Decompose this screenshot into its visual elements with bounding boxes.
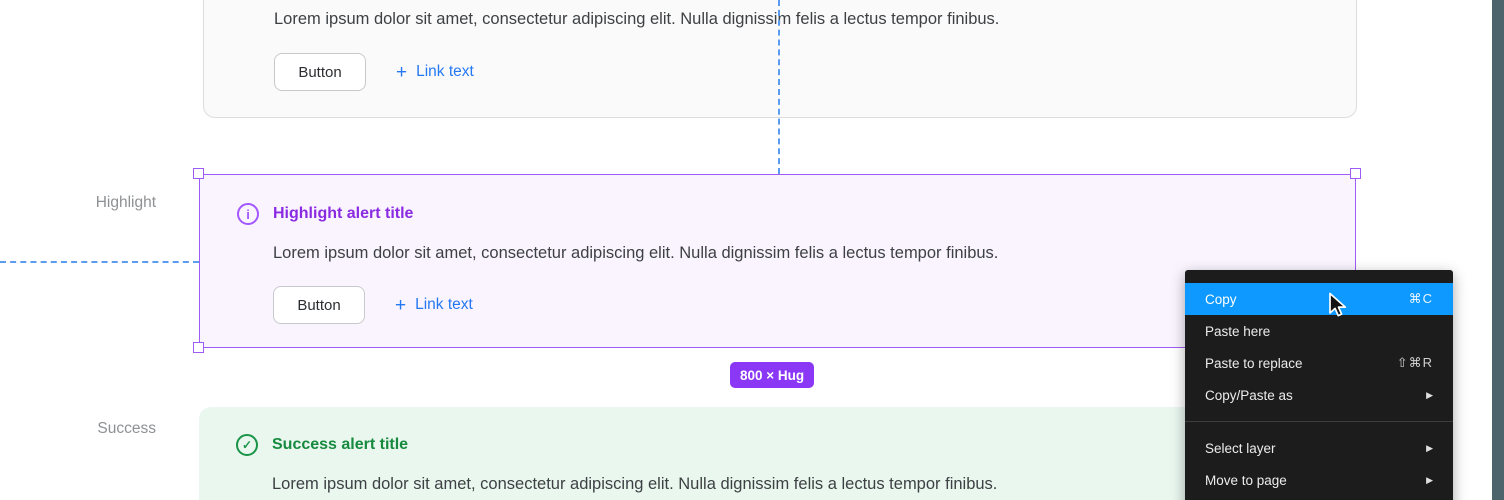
menu-item-label: Paste to replace bbox=[1205, 355, 1303, 371]
menu-item-label: Paste here bbox=[1205, 323, 1271, 339]
section-label-success: Success bbox=[97, 420, 156, 437]
selection-handle-bottom-left[interactable] bbox=[193, 342, 204, 353]
selection-handle-top-right[interactable] bbox=[1350, 168, 1361, 179]
info-icon-glyph: i bbox=[246, 206, 250, 222]
menu-shortcut: ⇧⌘R bbox=[1396, 355, 1433, 370]
menu-item-select-layer[interactable]: Select layer ▶ bbox=[1185, 432, 1453, 464]
check-icon: ✓ bbox=[236, 434, 258, 456]
link-label: Link text bbox=[416, 63, 474, 80]
submenu-arrow-icon: ▶ bbox=[1426, 389, 1433, 400]
plus-icon: + bbox=[396, 61, 408, 83]
check-icon-glyph: ✓ bbox=[241, 438, 253, 452]
highlight-alert-card[interactable]: i Highlight alert title Lorem ipsum dolo… bbox=[199, 174, 1356, 348]
menu-item-copy[interactable]: Copy ⌘C bbox=[1185, 283, 1453, 315]
section-label-highlight: Highlight bbox=[95, 194, 156, 211]
side-panel-strip bbox=[1492, 0, 1504, 500]
info-icon: i bbox=[237, 203, 259, 225]
success-alert-body: Lorem ipsum dolor sit amet, consectetur … bbox=[272, 475, 998, 493]
success-alert-title: Success alert title bbox=[272, 436, 409, 453]
menu-item-paste-to-replace[interactable]: Paste to replace ⇧⌘R bbox=[1185, 347, 1453, 379]
success-alert-card[interactable]: ✓ Success alert title Lorem ipsum dolor … bbox=[199, 407, 1356, 500]
menu-item-label: Copy/Paste as bbox=[1205, 387, 1293, 403]
highlight-alert-body: Lorem ipsum dolor sit amet, consectetur … bbox=[273, 244, 999, 262]
horizontal-alignment-guide bbox=[0, 261, 199, 263]
submenu-arrow-icon: ▶ bbox=[1426, 474, 1433, 485]
menu-separator bbox=[1185, 421, 1453, 422]
submenu-arrow-icon: ▶ bbox=[1426, 442, 1433, 453]
menu-item-label: Copy bbox=[1205, 291, 1237, 307]
menu-item-label: Select layer bbox=[1205, 440, 1276, 456]
menu-item-copy-paste-as[interactable]: Copy/Paste as ▶ bbox=[1185, 379, 1453, 411]
vertical-alignment-guide bbox=[778, 0, 780, 174]
size-badge: 800 × Hug bbox=[730, 362, 815, 388]
default-alert-body: Lorem ipsum dolor sit amet, consectetur … bbox=[274, 10, 1000, 28]
highlight-alert-link[interactable]: + Link text bbox=[395, 286, 473, 324]
menu-item-label: Move to page bbox=[1205, 472, 1287, 488]
link-label: Link text bbox=[415, 296, 473, 313]
menu-item-move-to-page[interactable]: Move to page ▶ bbox=[1185, 464, 1453, 496]
context-menu: Copy ⌘C Paste here Paste to replace ⇧⌘R … bbox=[1185, 270, 1453, 500]
menu-shortcut: ⌘C bbox=[1408, 291, 1433, 306]
default-alert-link[interactable]: + Link text bbox=[396, 53, 474, 91]
default-alert-button[interactable]: Button bbox=[274, 53, 366, 91]
plus-icon: + bbox=[395, 294, 407, 316]
menu-item-paste-here[interactable]: Paste here bbox=[1185, 315, 1453, 347]
default-alert-card[interactable]: Lorem ipsum dolor sit amet, consectetur … bbox=[203, 0, 1357, 118]
highlight-alert-button[interactable]: Button bbox=[273, 286, 365, 324]
highlight-alert-title: Highlight alert title bbox=[273, 205, 414, 222]
selection-handle-top-left[interactable] bbox=[193, 168, 204, 179]
mouse-cursor-icon bbox=[1326, 292, 1352, 325]
